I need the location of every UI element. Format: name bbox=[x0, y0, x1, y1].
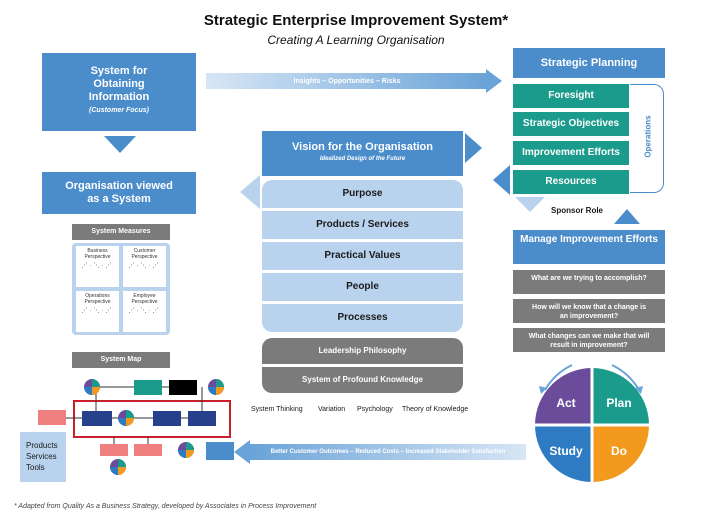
pdsa-do-quadrant bbox=[592, 425, 649, 482]
pk-variation: Variation bbox=[318, 406, 346, 413]
vision-item-processes: Processes bbox=[262, 304, 463, 332]
leadership-philosophy: Leadership Philosophy bbox=[262, 338, 463, 364]
info-system-box: System for Obtaining Information (Custom… bbox=[42, 53, 196, 131]
vision-item-purpose: Purpose bbox=[262, 180, 463, 208]
org-system-title: Organisation viewed as a System bbox=[65, 180, 173, 205]
manage-improvement-title: Manage Improvement Efforts bbox=[513, 230, 665, 264]
pk-psychology: Psychology bbox=[357, 406, 393, 413]
sponsor-role-label: Sponsor Role bbox=[551, 206, 604, 215]
pdsa-do-label: Do bbox=[611, 444, 627, 458]
org-left-arrow-icon bbox=[240, 175, 260, 209]
measure-business: Business Perspective⋰·⋱·⋰ bbox=[76, 246, 119, 287]
pk-theory: Theory of Knowledge bbox=[402, 406, 469, 413]
pdsa-study-label: Study bbox=[549, 444, 583, 458]
insights-arrow: Insights – Opportunities – Risks bbox=[206, 73, 488, 89]
system-map-title: System Map bbox=[72, 352, 170, 368]
pdsa-study-quadrant bbox=[535, 425, 592, 482]
sp-item-objectives: Strategic Objectives bbox=[513, 112, 629, 136]
measure-customer: Customer Perspective⋰·⋱·⋰ bbox=[123, 246, 166, 287]
footnote: * Adapted from Quality As a Business Str… bbox=[14, 503, 317, 510]
page-subtitle: Creating A Learning Organisation bbox=[267, 33, 445, 47]
operations-bracket bbox=[630, 84, 664, 193]
page-title: Strategic Enterprise Improvement System* bbox=[203, 12, 509, 29]
org-system-box: Organisation viewed as a System bbox=[42, 172, 196, 214]
info-system-title: System for Obtaining Information bbox=[88, 65, 150, 103]
question-2: How will we know that a change is an imp… bbox=[513, 299, 665, 323]
outcomes-arrow: Better Customer Outcomes – Reduced Costs… bbox=[250, 444, 526, 460]
pdsa-act-label: Act bbox=[556, 396, 576, 410]
bottom-left-arrow-icon bbox=[234, 440, 250, 464]
tools-label-tools: Tools bbox=[26, 463, 45, 472]
pdsa-act-quadrant bbox=[535, 368, 592, 425]
profound-knowledge: System of Profound Knowledge bbox=[262, 367, 463, 393]
outcomes-arrow-label: Better Customer Outcomes – Reduced Costs… bbox=[270, 449, 506, 455]
down-arrow-icon bbox=[104, 136, 136, 153]
system-measures-title: System Measures bbox=[72, 224, 170, 240]
vision-item-products: Products / Services bbox=[262, 211, 463, 239]
pdsa-plan-label: Plan bbox=[606, 396, 632, 410]
insights-arrow-label: Insights – Opportunities – Risks bbox=[293, 77, 401, 85]
info-system-sub: (Customer Focus) bbox=[89, 107, 149, 114]
measure-operations: Operations Perspective⋰·⋱·⋰ bbox=[76, 291, 119, 332]
question-3: What changes can we make that will resul… bbox=[513, 328, 665, 352]
sponsor-up-arrow-icon bbox=[614, 209, 640, 224]
mini-pdsa-icon bbox=[84, 379, 100, 395]
vision-title-box: Vision for the Organisation Idealized De… bbox=[262, 131, 463, 176]
tools-label-services: Services bbox=[26, 452, 57, 461]
products-tools-box: Products Services Tools bbox=[20, 432, 66, 482]
pk-system-thinking: System Thinking bbox=[251, 406, 303, 413]
vision-right-arrow-icon bbox=[465, 133, 482, 163]
right-arrow-icon bbox=[486, 69, 502, 93]
strategic-planning-title: Strategic Planning bbox=[513, 48, 665, 78]
system-map-diagram bbox=[38, 379, 234, 475]
vision-sub: Idealized Design of the Future bbox=[319, 156, 406, 162]
manage-improvement-text: Manage Improvement Efforts bbox=[520, 234, 658, 245]
system-measures-grid: Business Perspective⋰·⋱·⋰ Customer Persp… bbox=[72, 243, 170, 335]
sp-item-resources: Resources bbox=[513, 170, 629, 194]
pdsa-plan-quadrant bbox=[592, 368, 649, 425]
question-1: What are we trying to accomplish? bbox=[513, 270, 665, 294]
vision-left-arrow-icon bbox=[493, 165, 510, 195]
measure-employee-label: Employee Perspective bbox=[131, 293, 158, 305]
tools-label-products: Products bbox=[26, 441, 58, 450]
measure-employee: Employee Perspective⋰·⋱·⋰ bbox=[123, 291, 166, 332]
measure-business-label: Business Perspective bbox=[84, 248, 111, 260]
sp-item-foresight: Foresight bbox=[513, 84, 629, 108]
operations-label: Operations bbox=[643, 115, 653, 158]
vision-item-values: Practical Values bbox=[262, 242, 463, 270]
vision-title: Vision for the Organisation bbox=[292, 141, 433, 153]
measure-customer-label: Customer Perspective bbox=[131, 248, 158, 260]
vision-item-people: People bbox=[262, 273, 463, 301]
measure-operations-label: Operations Perspective bbox=[84, 293, 111, 305]
pdsa-cycle bbox=[535, 364, 649, 482]
sp-down-arrow-icon bbox=[515, 197, 545, 212]
sp-item-improvement: Improvement Efforts bbox=[513, 141, 629, 165]
